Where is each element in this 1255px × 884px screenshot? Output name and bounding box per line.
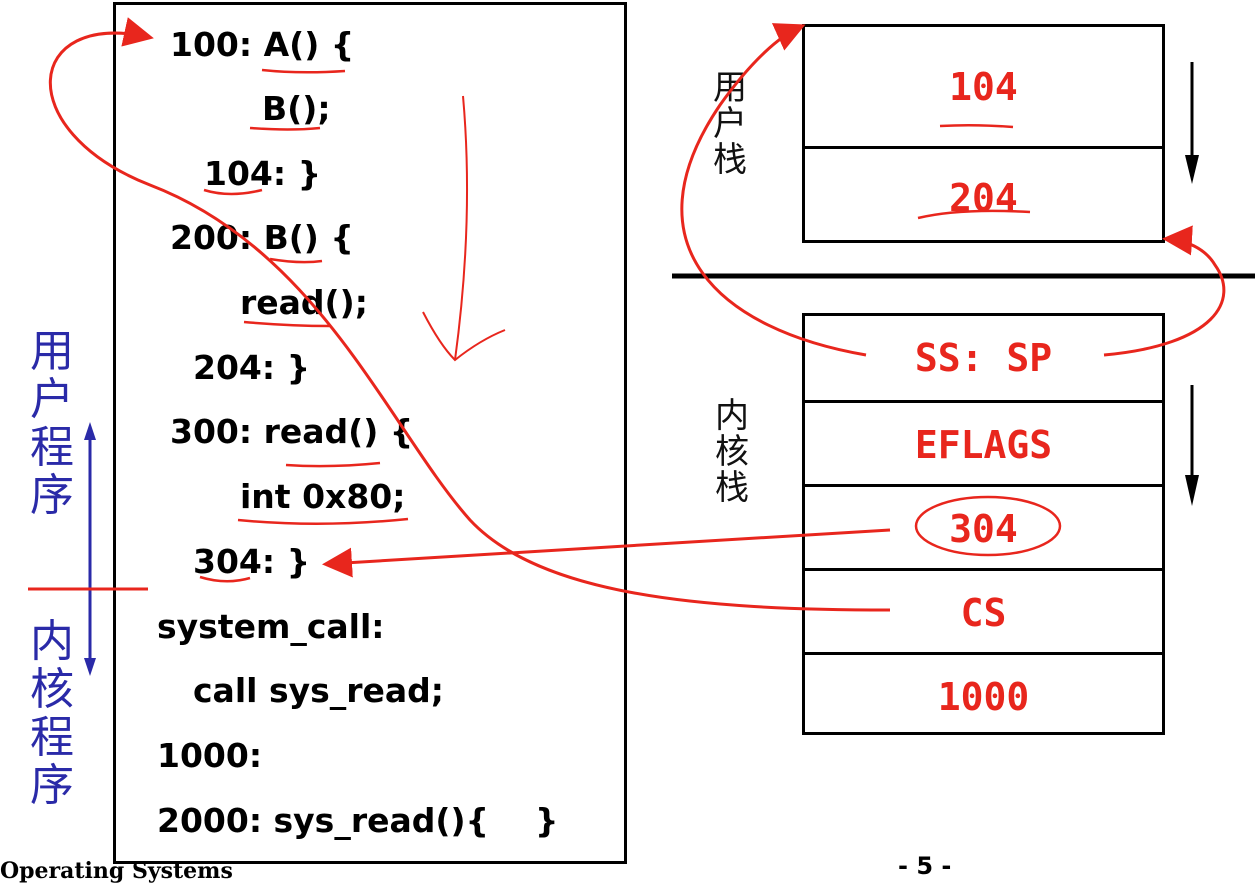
code-line-1000: 1000: — [157, 736, 263, 775]
kernel-stack-cell-ss-sp: SS: SP — [914, 336, 1053, 380]
user-program-label: 用 户 程 序 — [30, 326, 74, 521]
code-line-call-read: read(); — [240, 283, 368, 322]
code-line-call-sys-read: call sys_read; — [193, 671, 444, 710]
code-line-304: 304: } — [193, 542, 311, 581]
code-line-204: 204: } — [193, 348, 311, 387]
code-line-sys-read: 2000: sys_read(){ } — [157, 801, 559, 840]
kernel-stack: SS: SP EFLAGS 304 CS 1000 — [802, 313, 1165, 735]
kernel-stack-growth-arrow — [1185, 385, 1199, 506]
code-line-read: 300: read() { — [170, 412, 414, 451]
user-stack-cell-104: 104 — [949, 64, 1018, 109]
code-line-a: 100: A() { — [170, 25, 355, 64]
user-stack-label: 用 户 栈 — [713, 68, 747, 180]
user-stack-cell-204: 204 — [805, 146, 1162, 246]
code-line-int80: int 0x80; — [240, 477, 406, 516]
course-footer: Operating Systems — [0, 858, 233, 884]
code-line-system-call: system_call: — [157, 607, 385, 646]
code-line-b: 200: B() { — [170, 218, 354, 257]
user-stack: 104 204 — [802, 24, 1165, 243]
code-line-call-b: B(); — [262, 89, 331, 128]
page-number: - 5 - — [898, 852, 952, 880]
code-line-104: 104: } — [204, 154, 322, 193]
kernel-stack-cell-1000: 1000 — [805, 652, 1162, 738]
kernel-stack-cell-eflags: EFLAGS — [805, 400, 1162, 487]
kernel-stack-label: 内 核 栈 — [715, 396, 749, 508]
kernel-stack-cell-cs: CS — [805, 568, 1162, 655]
program-span-double-arrow — [84, 422, 96, 676]
kernel-program-label: 内 核 程 序 — [30, 616, 74, 811]
user-stack-growth-arrow — [1185, 62, 1199, 184]
kernel-stack-cell-304: 304 — [805, 484, 1162, 571]
